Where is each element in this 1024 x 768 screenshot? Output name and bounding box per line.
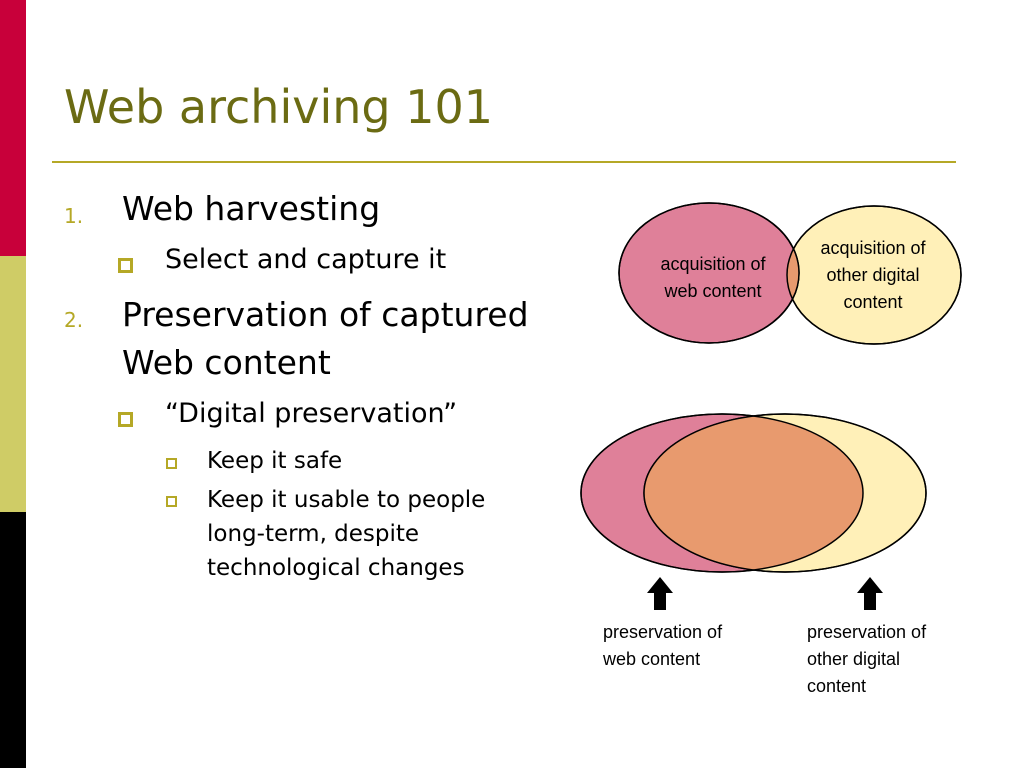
accent-stripe-black: [0, 512, 26, 768]
bottom-left-label-line-1: preservation of: [603, 622, 723, 642]
accent-stripe-olive: [0, 256, 26, 512]
square-bullet-icon: [118, 258, 133, 273]
top-left-label-line-1: acquisition of: [660, 254, 766, 274]
top-right-label-line-2: other digital: [826, 265, 919, 285]
item-1-sub-1: Select and capture it: [165, 244, 447, 275]
item-2-sub-1-point-2-line-2: long-term, despite: [207, 521, 420, 547]
top-right-label-line-3: content: [843, 292, 902, 312]
bottom-right-label-line-3: content: [807, 676, 866, 696]
bottom-right-label-line-1: preservation of: [807, 622, 927, 642]
preservation-other-outline: [643, 413, 927, 573]
item-1-number: 1.: [64, 204, 84, 228]
square-bullet-icon: [118, 412, 133, 427]
item-2-text-line-2: Web content: [122, 343, 331, 382]
item-2-sub-1-point-2-line-3: technological changes: [207, 555, 465, 581]
up-arrow-icon: [857, 577, 883, 610]
item-2-number: 2.: [64, 308, 84, 332]
item-2-sub-1: “Digital preservation”: [165, 398, 458, 429]
up-arrow-icon: [647, 577, 673, 610]
bottom-right-label-line-2: other digital: [807, 649, 900, 669]
acquisition-web-outline: [618, 202, 800, 344]
title-divider: [52, 161, 956, 163]
item-2-sub-1-point-2-line-1: Keep it usable to people: [207, 487, 486, 513]
square-bullet-icon: [166, 458, 177, 469]
slide-title: Web archiving 101: [64, 80, 494, 134]
accent-stripe-red: [0, 0, 26, 256]
bottom-left-label-line-2: web content: [602, 649, 700, 669]
preservation-web-outline: [580, 413, 864, 573]
item-2-sub-1-point-1: Keep it safe: [207, 448, 343, 474]
top-right-label-line-1: acquisition of: [820, 238, 926, 258]
item-2-text-line-1: Preservation of captured: [122, 295, 529, 334]
top-left-label-line-2: web content: [663, 281, 761, 301]
acquisition-other-outline: [786, 205, 962, 345]
square-bullet-icon: [166, 496, 177, 507]
item-1-text: Web harvesting: [122, 189, 381, 228]
